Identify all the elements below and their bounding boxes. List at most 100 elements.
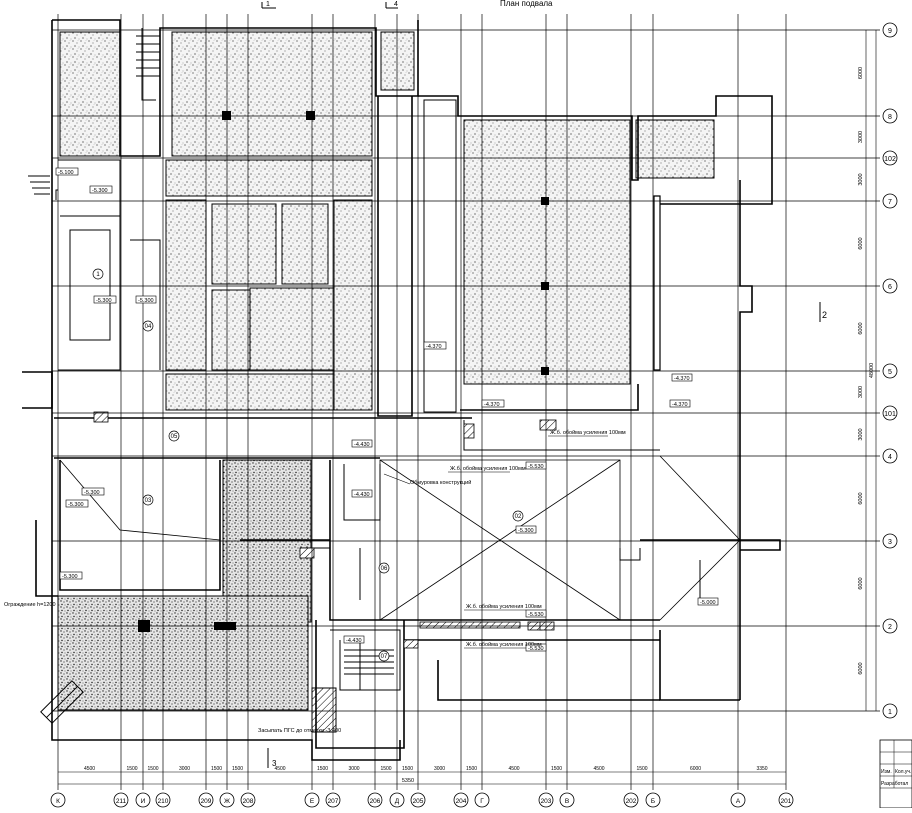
svg-text:-4.430: -4.430 <box>354 492 370 498</box>
grid-col-axis: Е <box>304 14 320 808</box>
axis-label: Д <box>395 798 400 805</box>
grid-row-axis: 9 <box>52 22 898 38</box>
fill-area <box>463 119 631 385</box>
svg-text:03: 03 <box>145 498 152 504</box>
axis-bubble <box>410 792 426 808</box>
grid-row-axis: 5 <box>52 363 898 379</box>
svg-text:-5.530: -5.530 <box>528 646 544 652</box>
axis-bubble <box>304 792 320 808</box>
dim-value: 1500 <box>636 766 647 772</box>
axis-bubble <box>135 792 151 808</box>
axis-label: Г <box>480 798 484 805</box>
row-dimensions: 6000300030006000600030003000600060006000… <box>858 30 877 711</box>
axis-bubble <box>882 22 898 38</box>
axis-label: 211 <box>116 798 127 805</box>
axis-label: 2 <box>888 624 892 631</box>
fill-area <box>165 199 207 371</box>
level-mark: -5.300 <box>515 525 537 534</box>
dim-value: 1500 <box>147 766 158 772</box>
svg-text:-5.300: -5.300 <box>92 188 108 194</box>
axis-bubble <box>538 792 554 808</box>
filled-areas <box>57 31 715 733</box>
svg-text:06: 06 <box>381 566 388 572</box>
axis-label: 208 <box>243 798 254 805</box>
grid-row-axis: 7 <box>52 193 898 209</box>
axis-bubble <box>882 193 898 209</box>
room-marker: 05 <box>168 430 180 442</box>
level-mark: -4.430 <box>343 635 365 644</box>
axis-bubble <box>882 448 898 464</box>
dim-total: 5350 <box>402 778 414 784</box>
grid-col-axis: 202 <box>623 14 639 808</box>
grid-col-axis: 209 <box>198 14 214 808</box>
dim-value: 3000 <box>858 386 864 398</box>
dim-value: 3000 <box>348 766 359 772</box>
drawing-title: План подвала <box>500 0 553 8</box>
dim-value: 1500 <box>211 766 222 772</box>
fill-area <box>249 287 335 371</box>
axis-bubble <box>198 792 214 808</box>
grid-row-axis: 8 <box>52 108 898 124</box>
axis-label: 4 <box>888 454 892 461</box>
svg-text:-5.300: -5.300 <box>62 574 78 580</box>
axis-label: 7 <box>888 199 892 206</box>
room-marker: 03 <box>142 494 154 506</box>
level-mark: -5.300 <box>93 295 117 304</box>
dim-value: 1500 <box>466 766 477 772</box>
section-label: 4 <box>394 1 398 8</box>
dim-value: 4500 <box>593 766 604 772</box>
room-marker: 07 <box>378 650 390 662</box>
axis-label: Е <box>310 798 315 805</box>
svg-text:-4.430: -4.430 <box>354 442 370 448</box>
level-mark: -4.370 <box>671 373 693 382</box>
dim-value: 6000 <box>858 577 864 589</box>
svg-text:04: 04 <box>145 324 152 330</box>
title-stamp: Изм. Кол.уч. Разработал <box>879 739 912 809</box>
axis-label: 210 <box>158 798 169 805</box>
dim-value: 1500 <box>380 766 391 772</box>
axis-bubble <box>778 792 794 808</box>
axis-label: 203 <box>541 798 552 805</box>
stamp-cell: Изм. <box>881 769 892 775</box>
dim-value: 3000 <box>858 131 864 143</box>
svg-text:-5.300: -5.300 <box>96 298 112 304</box>
level-mark: -5.300 <box>81 487 105 496</box>
axis-bubble <box>882 703 898 719</box>
svg-text:05: 05 <box>171 434 178 440</box>
grid-row-axis: 101 <box>52 405 898 421</box>
dim-value: 1500 <box>402 766 413 772</box>
section-label: 3 <box>272 759 277 768</box>
axis-label: 204 <box>456 798 467 805</box>
svg-text:Засыпать ПГС до отметки -3.400: Засыпать ПГС до отметки -3.400 <box>258 728 341 734</box>
level-mark: -4.370 <box>669 399 691 408</box>
grid-col-axis: 210 <box>155 14 171 808</box>
svg-text:Ж.б. обойма усиления 100мм: Ж.б. обойма усиления 100мм <box>466 603 542 610</box>
svg-text:-5.300: -5.300 <box>138 298 154 304</box>
notes: Ж.б. обойма усиления 100мм Ж.б. обойма у… <box>4 429 626 734</box>
axis-bubble <box>155 792 171 808</box>
axis-label: 6 <box>888 284 892 291</box>
stair-symbol <box>40 680 84 724</box>
grid-col-axis: В <box>559 14 575 808</box>
level-mark: -5.000 <box>697 597 719 606</box>
svg-text:-4.370: -4.370 <box>484 402 500 408</box>
svg-text:-5.300: -5.300 <box>68 502 84 508</box>
level-mark: -5.530 <box>525 461 547 470</box>
level-mark: -5.530 <box>525 609 547 618</box>
dim-value: 1500 <box>232 766 243 772</box>
dim-value: 4500 <box>508 766 519 772</box>
dim-value: 6000 <box>858 322 864 334</box>
grid-row-axis: 1 <box>52 703 898 719</box>
axis-bubble <box>882 618 898 634</box>
fill-area <box>165 373 335 411</box>
svg-text:-5.300: -5.300 <box>518 528 534 534</box>
grid-row-axis: 2 <box>52 618 898 634</box>
level-mark: -4.370 <box>481 399 505 408</box>
room-marker: 1 <box>92 268 104 280</box>
svg-text:-5.100: -5.100 <box>58 170 74 176</box>
axis-bubble <box>50 792 66 808</box>
axis-bubble <box>453 792 469 808</box>
grid-col-axis: 201 <box>778 14 794 808</box>
axis-bubble <box>367 792 383 808</box>
